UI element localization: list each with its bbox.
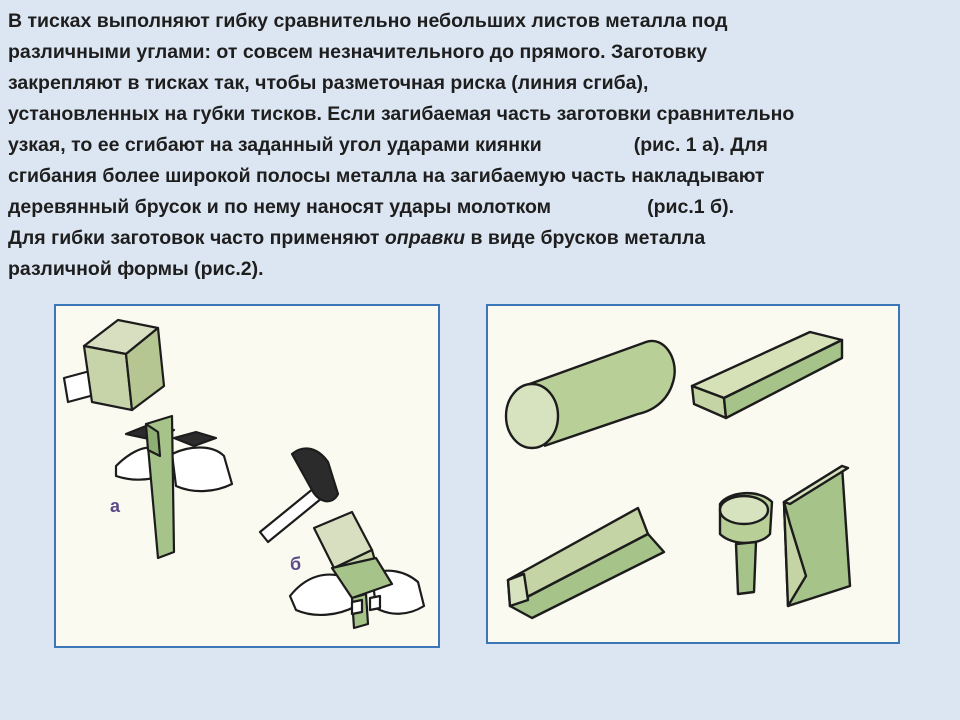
- figure-1a-label: а: [110, 496, 121, 516]
- text-line-8c: в виде брусков металла: [465, 227, 706, 249]
- text-line-5: узкая, то ее сгибают на заданный угол уд…: [8, 130, 948, 161]
- text-line-7b: (рис.1 б).: [647, 196, 734, 218]
- text-line-6: сгибания более широкой полосы металла на…: [8, 165, 765, 187]
- text-line-9: различной формы (рис.2).: [8, 258, 264, 280]
- text-line-5b: (рис. 1 а). Для: [633, 134, 768, 156]
- description-text: В тисках выполняют гибку сравнительно не…: [8, 6, 948, 285]
- figure-1-panel: а б: [54, 304, 440, 648]
- figure-1-drawing: [62, 318, 426, 630]
- figure-2-drawing: [504, 330, 852, 620]
- figure-2-panel: [486, 304, 900, 644]
- text-line-2: различными углами: от совсем незначитель…: [8, 41, 708, 63]
- text-line-8-italic: оправки: [384, 227, 466, 249]
- text-line-3: закрепляют в тисках так, чтобы разметочн…: [8, 72, 649, 94]
- text-line-1: В тисках выполняют гибку сравнительно не…: [8, 10, 728, 32]
- text-line-4: установленных на губки тисков. Если заги…: [8, 103, 795, 125]
- text-line-8a: Для гибки заготовок часто применяют: [8, 227, 385, 249]
- figure-1b-label: б: [290, 554, 302, 574]
- text-line-7a: деревянный брусок и по нему наносят удар…: [8, 196, 552, 218]
- text-line-8: Для гибки заготовок часто применяют опра…: [8, 223, 948, 254]
- text-line-7: деревянный брусок и по нему наносят удар…: [8, 192, 948, 223]
- text-line-5a: узкая, то ее сгибают на заданный угол уд…: [8, 134, 542, 156]
